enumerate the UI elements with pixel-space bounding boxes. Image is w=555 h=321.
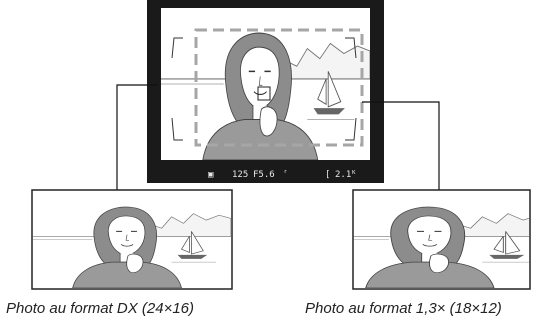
frame-bracket: [: [325, 170, 330, 180]
caption-1-3x: Photo au format 1,3× (18×12): [305, 300, 502, 317]
remaining-frames-readout: 2.1ᴷ: [335, 170, 357, 180]
metering-indicator: ▣: [208, 170, 214, 180]
dx-photo: [32, 190, 232, 289]
viewfinder: ▣ 125 F5.6 ʳ [ 2.1ᴷ: [147, 0, 384, 183]
crop-1-3x-photo: [319, 190, 552, 289]
caption-dx: Photo au format DX (24×16): [6, 300, 194, 317]
aperture-readout: F5.6: [253, 170, 275, 180]
shutter-speed-readout: 125: [232, 170, 248, 180]
indicator-mark: ʳ: [283, 169, 288, 179]
